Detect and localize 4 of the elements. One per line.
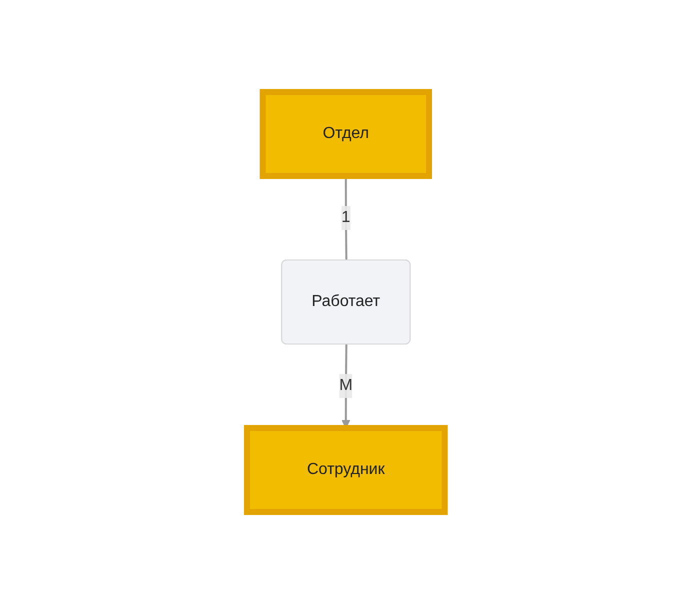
edge-label: 1 [341,208,350,226]
node-box: Сотрудник [244,424,448,514]
node-box: Отдел [259,88,432,178]
edge-label: M [338,376,352,394]
